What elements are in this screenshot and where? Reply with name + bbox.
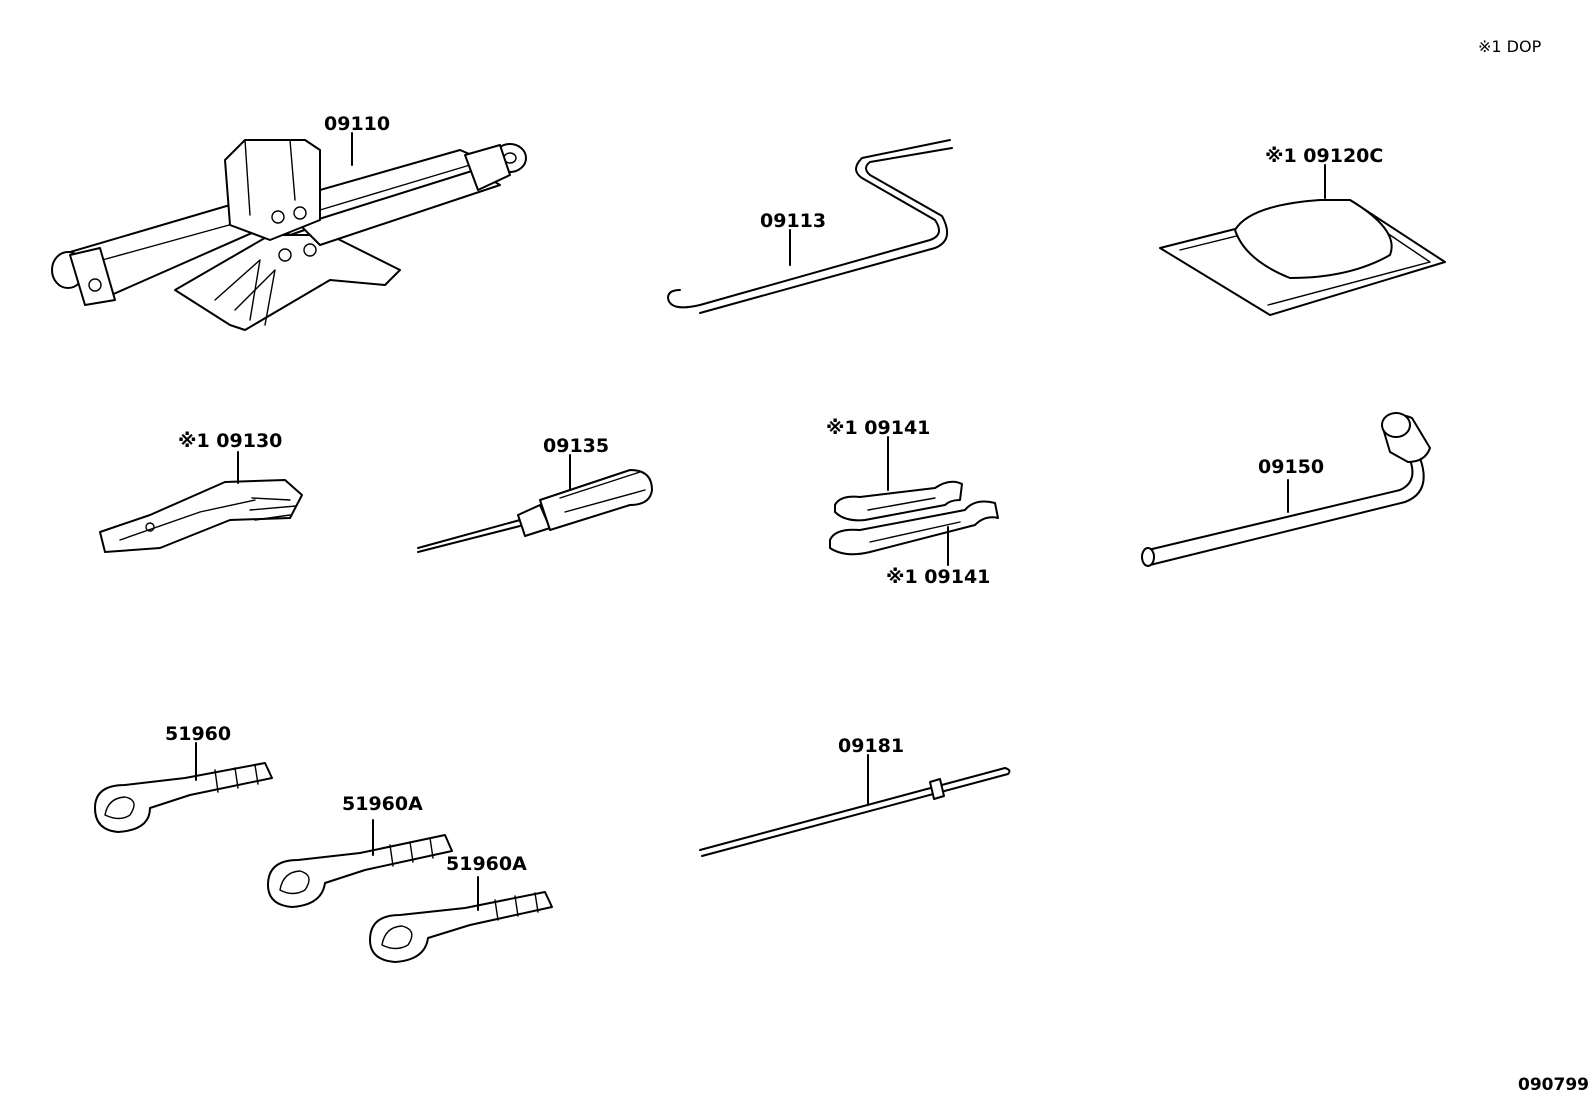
- screwdriver-part-label: 09135: [543, 435, 609, 457]
- lug-wrench-part-label: 09150: [1258, 456, 1324, 478]
- extension-bar-part-label: 09181: [838, 735, 904, 757]
- towing-eye-1-illustration[interactable]: 51960: [94, 723, 273, 833]
- towing-eye-1-part-label: 51960: [165, 723, 231, 745]
- open-end-wrench-lower[interactable]: ※1 09141: [829, 500, 999, 588]
- wrench-upper-part-label: ※1 09141: [826, 417, 930, 439]
- towing-eye-3-part-label: 51960A: [446, 853, 527, 875]
- open-end-wrench-upper[interactable]: ※1 09141: [826, 417, 963, 522]
- jack-handle-illustration[interactable]: 09113: [667, 139, 953, 314]
- lug-wrench-illustration[interactable]: 09150: [1141, 412, 1431, 567]
- tool-bag-illustration[interactable]: ※1 09120C: [1159, 145, 1446, 316]
- towing-eye-3-illustration[interactable]: 51960A: [369, 853, 553, 963]
- towing-eye-2-illustration[interactable]: 51960A: [267, 793, 453, 908]
- scissor-jack-illustration[interactable]: 09110: [51, 113, 527, 331]
- pliers-part-label: ※1 09130: [178, 430, 282, 452]
- jack-part-label: 09110: [324, 113, 390, 135]
- dop-legend: ※1 DOP: [1478, 37, 1542, 56]
- towing-eye-2-part-label: 51960A: [342, 793, 423, 815]
- jack-handle-part-label: 09113: [760, 210, 826, 232]
- wrench-lower-part-label: ※1 09141: [886, 566, 990, 588]
- screwdriver-illustration[interactable]: 09135: [417, 435, 653, 553]
- pliers-illustration[interactable]: ※1 09130: [99, 430, 303, 553]
- drawing-code: 090799: [1518, 1075, 1589, 1095]
- tool-bag-part-label: ※1 09120C: [1265, 145, 1383, 167]
- extension-bar-illustration[interactable]: 09181: [699, 735, 1011, 857]
